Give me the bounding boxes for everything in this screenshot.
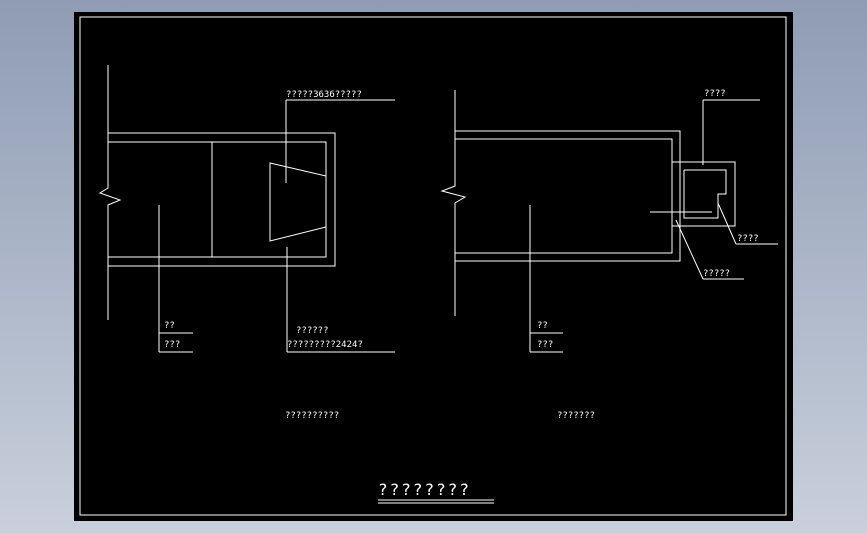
right-bottom-callout-text: ????? — [703, 269, 730, 279]
left-wall-label-bottom: ??? — [164, 340, 180, 350]
drawing-title: ???????? — [378, 480, 471, 499]
left-top-callout-text: ?????3636????? — [286, 90, 362, 100]
right-duct-inner — [455, 138, 673, 254]
right-wall-label-top: ?? — [537, 321, 548, 331]
right-wall-break-line — [440, 90, 467, 316]
right-view: ???? ???? ????? ?? ??? ??????? — [440, 89, 778, 421]
right-wall-label-bottom: ??? — [537, 340, 553, 350]
left-view: ?????3636????? ?? ??? ?????? ?????????24… — [98, 65, 395, 421]
left-wall-break-line — [98, 65, 122, 320]
left-wall-label-top: ?? — [164, 321, 175, 331]
drawing-border — [79, 16, 787, 516]
right-side-leader — [717, 202, 737, 245]
left-view-caption: ?????????? — [285, 411, 339, 421]
right-side-callout-text: ???? — [737, 234, 759, 244]
left-bottom-callout-top: ?????? — [296, 326, 329, 336]
right-view-caption: ??????? — [557, 411, 595, 421]
right-bottom-leader — [675, 219, 704, 280]
right-end-cap-inner — [683, 169, 727, 219]
right-top-callout-text: ???? — [704, 89, 726, 99]
left-bottom-callout-bottom: ?????????2424? — [287, 340, 363, 350]
left-trapezoid-fitting — [269, 162, 327, 242]
left-duct-outer — [108, 132, 336, 267]
right-duct-outer — [455, 130, 681, 262]
